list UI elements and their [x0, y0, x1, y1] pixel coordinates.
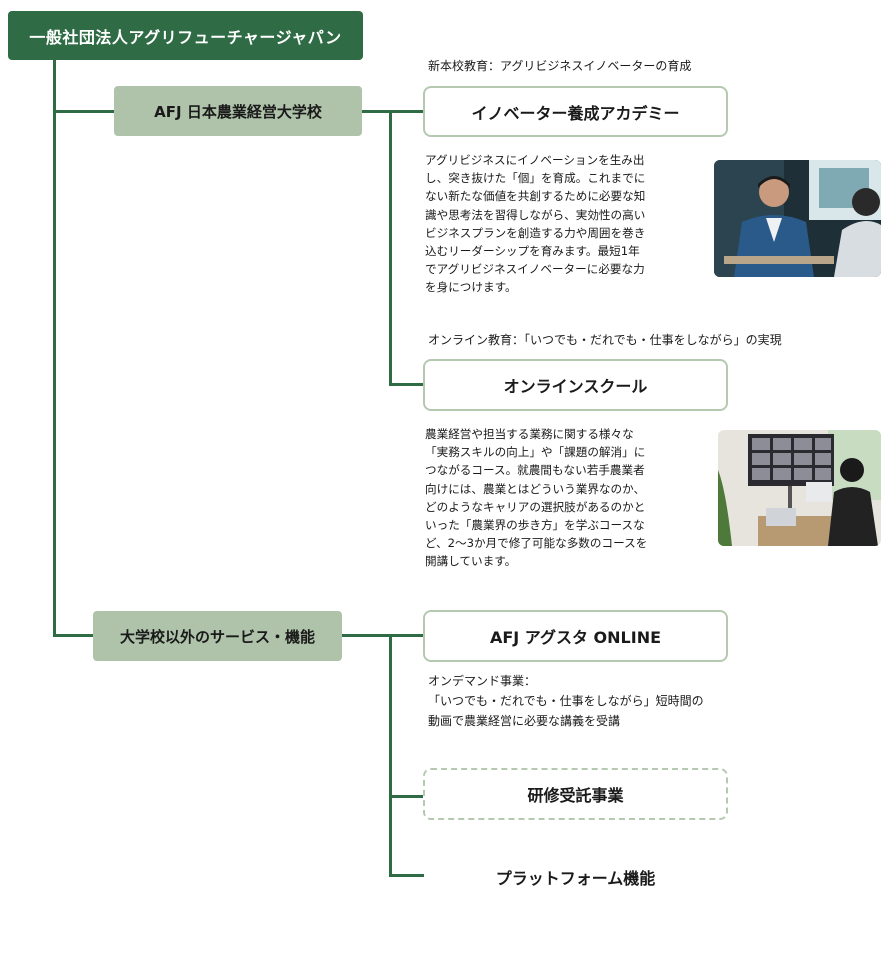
connector-training — [389, 795, 424, 798]
university-connector — [362, 110, 392, 113]
platform-function-name: プラットフォーム機能 — [495, 869, 656, 888]
training-service-box: 研修受託事業 — [423, 768, 728, 820]
agusta-online-name: AFJ アグスタ ONLINE — [489, 628, 662, 647]
org-title: 一般社団法人アグリフューチャージャパン — [29, 27, 342, 47]
agusta-online-caption: オンデマンド事業： 「いつでも・だれでも・仕事をしながら」短時間の 動画で農業経… — [428, 674, 704, 728]
innovator-academy-box: イノベーター養成アカデミー — [423, 86, 728, 137]
connector-platform — [389, 874, 424, 877]
university-vertical — [389, 110, 392, 386]
university-box: AFJ 日本農業経営大学校 — [114, 86, 362, 136]
other-connector — [341, 634, 392, 637]
innovator-caption: 新本校教育：アグリビジネスイノベーターの育成 — [428, 59, 692, 73]
online-school-description: 農業経営や担当する業務に関する様々な 「実務スキルの向上」や「課題の解消」に つ… — [425, 427, 648, 569]
connector-innovator — [389, 110, 424, 113]
online-school-caption: オンライン教育：「いつでも・だれでも・仕事をしながら」の実現 — [428, 333, 782, 347]
platform-function-box: プラットフォーム機能 — [423, 852, 728, 902]
other-services-box: 大学校以外のサービス・機能 — [93, 611, 342, 661]
online-class-photo — [718, 430, 881, 546]
agusta-online-box: AFJ アグスタ ONLINE — [423, 610, 728, 662]
online-school-box: オンラインスクール — [423, 359, 728, 411]
innovator-description: アグリビジネスにイノベーションを生み出 し、突き抜けた「個」を育成。これまでに … — [425, 153, 646, 295]
branch-line-university — [53, 110, 115, 113]
other-vertical — [389, 634, 392, 877]
trunk-line — [53, 60, 56, 637]
other-services-label: 大学校以外のサービス・機能 — [119, 627, 315, 646]
branch-line-other — [53, 634, 94, 637]
training-service-name: 研修受託事業 — [527, 786, 624, 805]
university-label: AFJ 日本農業経営大学校 — [154, 102, 322, 121]
org-title-box: 一般社団法人アグリフューチャージャパン — [8, 11, 363, 60]
connector-agusta — [389, 634, 424, 637]
innovator-academy-name: イノベーター養成アカデミー — [471, 103, 680, 123]
connector-online-school — [389, 383, 424, 386]
online-school-name: オンラインスクール — [503, 377, 648, 396]
person-meeting-photo — [714, 160, 881, 277]
